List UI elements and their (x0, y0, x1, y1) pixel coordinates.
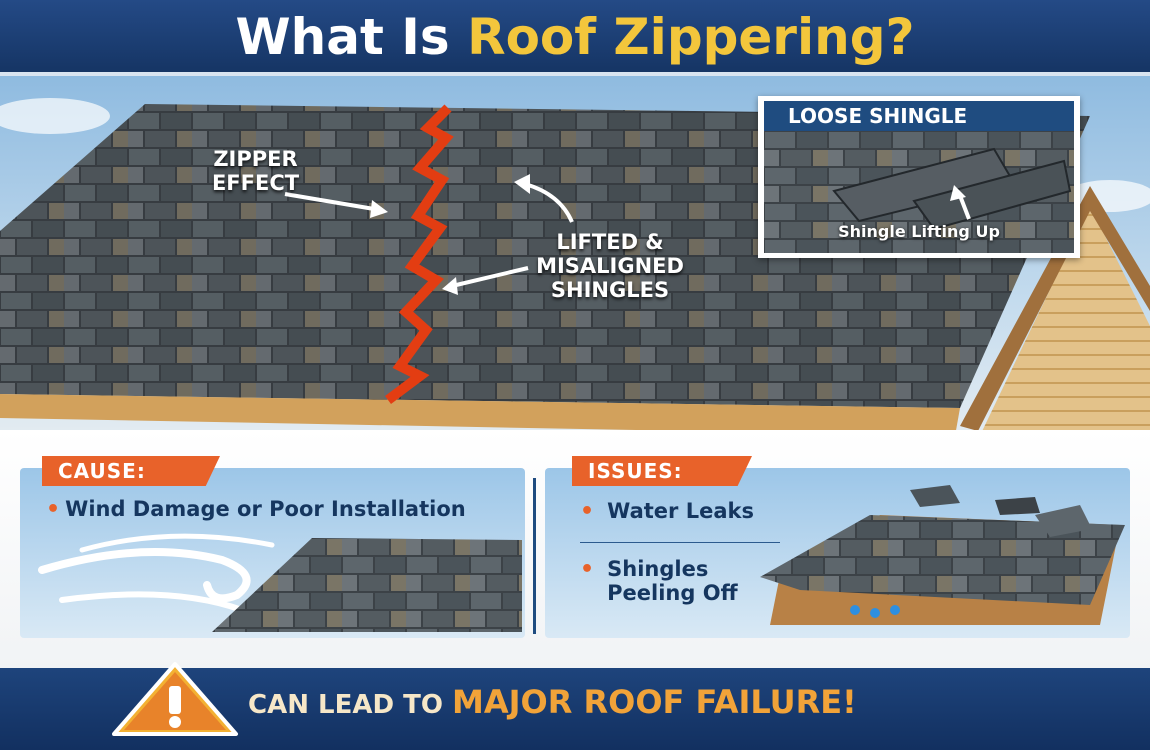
header-divider (0, 72, 1150, 76)
arrow-icon (370, 200, 388, 218)
cause-item: • Wind Damage or Poor Installation (46, 497, 516, 522)
issue-item: • Water Leaks (580, 499, 810, 524)
damaged-roof-illustration (760, 485, 1125, 625)
cause-item-text: Wind Damage or Poor Installation (65, 497, 466, 521)
arrow-icon (284, 192, 381, 212)
panel-divider (533, 478, 536, 634)
water-drop-icon (850, 605, 860, 615)
water-drop-icon (870, 608, 880, 618)
wind-swirl-icon (59, 591, 245, 613)
gable-trim (960, 186, 1150, 431)
flying-shingle (910, 485, 960, 507)
bullet-icon: • (580, 557, 595, 582)
arrow-icon (442, 277, 458, 295)
wind-illustration (38, 533, 522, 632)
footer-warning-text: CAN LEAD TO MAJOR ROOF FAILURE! (248, 674, 857, 730)
footer-text-part1: CAN LEAD TO (248, 690, 452, 720)
warning-icon (112, 662, 238, 736)
flying-shingle (1035, 505, 1092, 537)
lifted-shingles-label: LIFTED & MISALIGNED SHINGLES (536, 230, 684, 302)
bullet-icon: • (46, 497, 61, 522)
issues-tag: ISSUES: (572, 456, 752, 486)
arrow-icon (514, 174, 530, 194)
bullet-icon: • (580, 499, 595, 524)
title-part-yellow: Roof Zippering? (467, 8, 915, 66)
flying-shingle (995, 497, 1040, 515)
cloud-shape (0, 98, 110, 134)
house-gable (975, 206, 1150, 446)
lifted-shingle (912, 159, 1072, 231)
loose-shingle-photo (764, 131, 1074, 253)
issue-item-text: Shingles Peeling Off (607, 557, 738, 605)
loose-shingle-heading: LOOSE SHINGLE (764, 101, 1074, 131)
page-title: What Is Roof Zippering? (0, 0, 1150, 75)
arrow-icon (524, 182, 574, 223)
roof-fascia (0, 394, 960, 436)
zipper-effect-label: ZIPPER EFFECT (211, 147, 300, 195)
wind-swirl-icon (38, 548, 251, 603)
roof-section (760, 515, 1125, 605)
cause-tag: CAUSE: (42, 456, 220, 486)
title-part-white: What Is (235, 8, 468, 66)
arrow-icon (950, 185, 966, 201)
water-drop-icon (890, 605, 900, 615)
issue-separator (580, 542, 780, 543)
header-bar (0, 0, 1150, 75)
loose-shingle-caption: Shingle Lifting Up (838, 222, 1000, 241)
issue-item: • Shingles Peeling Off (580, 557, 780, 605)
shingle-sample (212, 538, 522, 632)
zipper-crack (385, 104, 454, 404)
footer-text-part2: MAJOR ROOF FAILURE! (452, 683, 857, 721)
arrow-icon (451, 266, 529, 288)
issue-item-text: Water Leaks (607, 499, 754, 523)
wind-swirl-icon (79, 533, 275, 553)
